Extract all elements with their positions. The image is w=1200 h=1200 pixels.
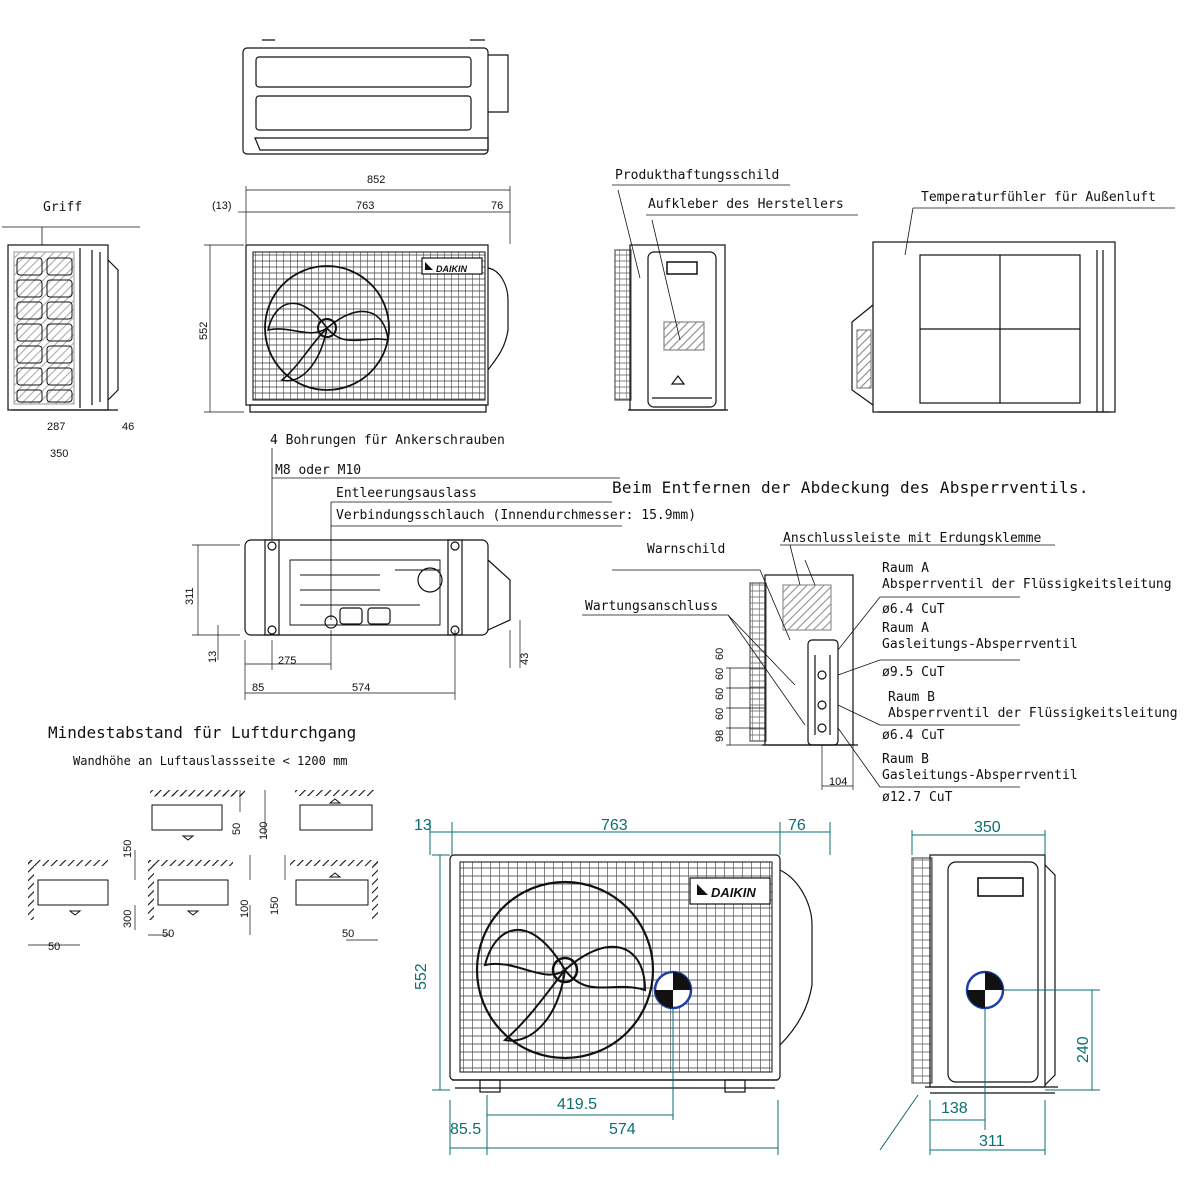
label-d95: ø9.5 CuT (882, 665, 945, 680)
dim-275: 275 (278, 655, 297, 667)
clear-dim-50-d: 50 (342, 928, 355, 940)
label-raum-b-1: Raum B (888, 690, 935, 705)
dim-287: 287 (47, 421, 66, 433)
label-gas-b: Gasleitungs-Absperrventil (882, 768, 1078, 783)
clear-dim-50-b: 50 (48, 941, 61, 953)
dim-85: 85 (252, 682, 265, 694)
dim-13: 13 (207, 650, 219, 663)
teal-dim-311: 311 (979, 1133, 1005, 1150)
teal-dim-350: 350 (974, 819, 1001, 836)
label-gas-a: Gasleitungs-Absperrventil (882, 637, 1078, 652)
dim-574: 574 (352, 682, 371, 694)
dim-104: 104 (829, 776, 848, 788)
dim-552: 552 (198, 321, 210, 340)
valve-detail-drawing (582, 544, 1055, 790)
teal-dim-855: 85.5 (450, 1121, 482, 1138)
dim-311: 311 (184, 587, 196, 605)
label-d127: ø12.7 CuT (882, 790, 953, 805)
label-produkthaftung: Produkthaftungsschild (615, 168, 780, 183)
teal-dim-13: 13 (414, 817, 432, 834)
clear-dim-300: 300 (122, 909, 134, 928)
side-view-left-drawing (2, 226, 140, 411)
label-wandhoehe: Wandhöhe an Luftauslassseite < 1200 mm (73, 754, 348, 768)
label-absperr-fluessig-b: Absperrventil der Flüssigkeitsleitung (888, 706, 1178, 721)
label-m8: M8 oder M10 (275, 463, 362, 478)
label-absperr-fluessig-a: Absperrventil der Flüssigkeitsleitung (882, 577, 1172, 592)
side-view-label-drawing (612, 184, 858, 411)
teal-dim-552: 552 (413, 963, 430, 990)
daikin-logo-small: DAIKIN (425, 262, 467, 274)
clear-dim-50-a: 50 (231, 822, 243, 835)
label-d64-b: ø6.4 CuT (882, 728, 945, 743)
label-wartung: Wartungsanschluss (585, 599, 719, 614)
label-griff: Griff (43, 200, 83, 215)
clearance-diagrams (28, 790, 378, 946)
dim-13-paren: (13) (212, 200, 232, 212)
dim-60-d: 60 (714, 647, 726, 660)
daikin-logo-large: DAIKIN (697, 884, 756, 900)
front-view-large-drawing (449, 854, 813, 1093)
clear-dim-100-a: 100 (258, 821, 270, 840)
label-warnschild: Warnschild (647, 542, 726, 557)
clear-dim-50-c: 50 (162, 928, 175, 940)
side-view-large-drawing (879, 854, 1058, 1151)
clear-dim-100-b: 100 (239, 899, 251, 918)
label-verbindung: Verbindungsschlauch (Innendurchmesser: 1… (336, 508, 697, 523)
svg-text:DAIKIN: DAIKIN (436, 264, 467, 274)
label-raum-a-1: Raum A (882, 561, 929, 576)
label-entleerung: Entleerungsauslass (336, 486, 477, 501)
teal-dim-763: 763 (601, 817, 628, 834)
dim-763: 763 (356, 200, 375, 212)
dim-60-c: 60 (714, 667, 726, 680)
teal-dim-138: 138 (941, 1100, 968, 1117)
label-aufkleber: Aufkleber des Herstellers (648, 197, 844, 212)
clear-dim-150-b: 150 (269, 896, 281, 915)
label-beim-entfernen: Beim Entfernen der Abdeckung des Absperr… (612, 478, 1089, 497)
dim-60-b: 60 (714, 687, 726, 700)
dim-43: 43 (519, 652, 531, 665)
dim-76: 76 (491, 200, 504, 212)
dim-98: 98 (714, 729, 726, 742)
svg-text:DAIKIN: DAIKIN (711, 885, 756, 900)
dim-852: 852 (367, 174, 386, 186)
dim-46: 46 (122, 421, 135, 433)
center-of-gravity-marker-side (965, 970, 1005, 1010)
clear-dim-150-a: 150 (122, 839, 134, 858)
teal-dimension-lines (429, 822, 1100, 1155)
label-d64-a: ø6.4 CuT (882, 602, 945, 617)
label-mindestabstand: Mindestabstand für Luftdurchgang (48, 723, 357, 742)
label-bohrungen: 4 Bohrungen für Ankerschrauben (270, 433, 505, 448)
bottom-view-drawing (192, 448, 622, 700)
rear-view-drawing (851, 207, 1175, 413)
label-temperaturfuehler: Temperaturfühler für Außenluft (921, 190, 1156, 205)
teal-dim-76: 76 (788, 817, 806, 834)
dim-60-a: 60 (714, 707, 726, 720)
top-view-drawing (242, 39, 509, 155)
teal-dim-240: 240 (1075, 1036, 1092, 1063)
teal-dim-574: 574 (609, 1121, 636, 1138)
label-raum-a-2: Raum A (882, 621, 929, 636)
teal-dim-4195: 419.5 (557, 1096, 598, 1113)
front-view-small-drawing (204, 186, 511, 413)
label-anschlussleiste: Anschlussleiste mit Erdungsklemme (783, 531, 1042, 546)
center-of-gravity-marker-front (653, 970, 693, 1010)
label-raum-b-2: Raum B (882, 752, 929, 767)
dim-350: 350 (50, 448, 69, 460)
